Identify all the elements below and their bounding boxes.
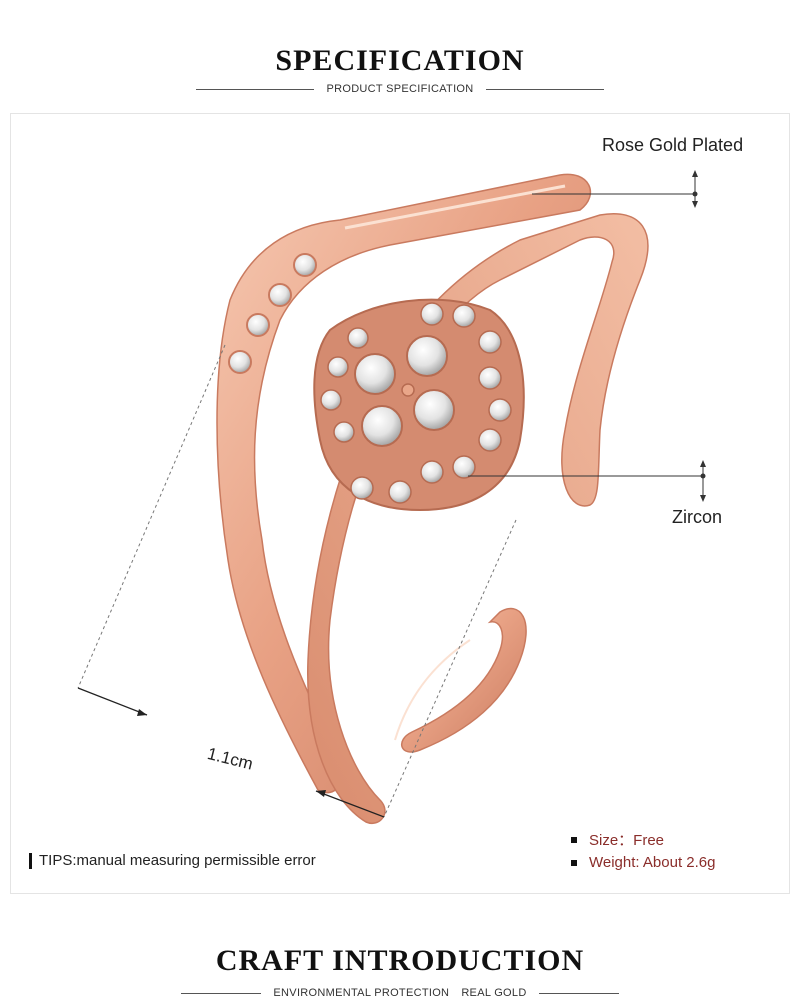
- craft-subtitle-left: ENVIRONMENTAL PROTECTION: [273, 987, 450, 999]
- tips-note: TIPS:manual measuring permissible error: [29, 852, 316, 869]
- tips-marker: [29, 852, 32, 869]
- tips-text: TIPS:manual measuring permissible error: [39, 852, 316, 869]
- detail-size-text: Size：Free: [589, 832, 665, 849]
- bullet-square-icon: [571, 836, 577, 843]
- divider-right: [538, 992, 619, 994]
- product-panel: [10, 113, 790, 894]
- spec-subtitle-row: PRODUCT SPECIFICATION: [0, 81, 800, 97]
- spec-title: SPECIFICATION: [275, 44, 525, 77]
- callout-leader-rose: [532, 170, 698, 208]
- side-stones: [228, 253, 317, 374]
- ring-outer-band: [216, 173, 591, 794]
- divider-left: [196, 88, 315, 90]
- flower-cluster: [313, 298, 525, 512]
- zircon-label: Zircon: [672, 507, 723, 527]
- detail-weight: Weight: About 2.6g: [571, 851, 715, 874]
- detail-weight-text: Weight: About 2.6g: [589, 854, 716, 871]
- divider-right: [485, 88, 604, 90]
- craft-subtitle-right: REAL GOLD: [461, 987, 527, 999]
- detail-list: Size：Free Weight: About 2.6g: [571, 828, 715, 874]
- measure-guides: [77, 344, 517, 818]
- craft-subtitle-row: ENVIRONMENTAL PROTECTION REAL GOLD: [0, 985, 800, 1001]
- detail-size: Size：Free: [571, 828, 715, 851]
- callout-leader-zircon: [468, 460, 706, 502]
- craft-title: CRAFT INTRODUCTION: [215, 944, 585, 977]
- bullet-square-icon: [571, 859, 577, 866]
- divider-left: [181, 992, 262, 994]
- spec-subtitle: PRODUCT SPECIFICATION: [326, 83, 474, 95]
- rose-gold-label: Rose Gold Plated: [602, 135, 744, 155]
